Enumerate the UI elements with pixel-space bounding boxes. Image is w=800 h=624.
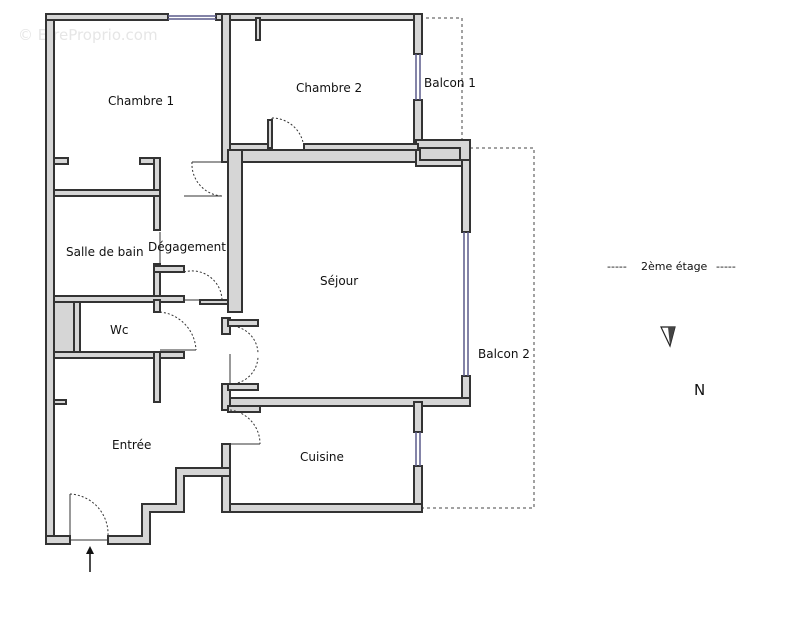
room-label-degagement: Dégagement	[148, 240, 226, 254]
balcony-outlines	[420, 17, 535, 509]
room-label-entree: Entrée	[112, 438, 151, 452]
room-label-cuisine: Cuisine	[300, 450, 344, 464]
room-label-chambre1: Chambre 1	[108, 94, 174, 108]
entry-arrow-icon	[86, 546, 94, 572]
level-label: 2ème étage	[641, 260, 708, 273]
doors	[69, 117, 305, 541]
room-label-chambre2: Chambre 2	[296, 81, 362, 95]
walls	[45, 13, 471, 545]
windows	[168, 15, 469, 466]
level-dash-left: -----	[607, 260, 627, 273]
room-label-salle-de-bain: Salle de bain	[66, 245, 144, 259]
room-label-wc: Wc	[110, 323, 128, 337]
watermark: © EtreProprio.com	[18, 26, 158, 44]
level-dash-right: -----	[716, 260, 736, 273]
room-label-balcon2: Balcon 2	[478, 347, 530, 361]
north-arrow-icon	[660, 326, 676, 348]
north-label: N	[694, 381, 705, 399]
room-label-balcon1: Balcon 1	[424, 76, 476, 90]
room-label-sejour: Séjour	[320, 274, 358, 288]
